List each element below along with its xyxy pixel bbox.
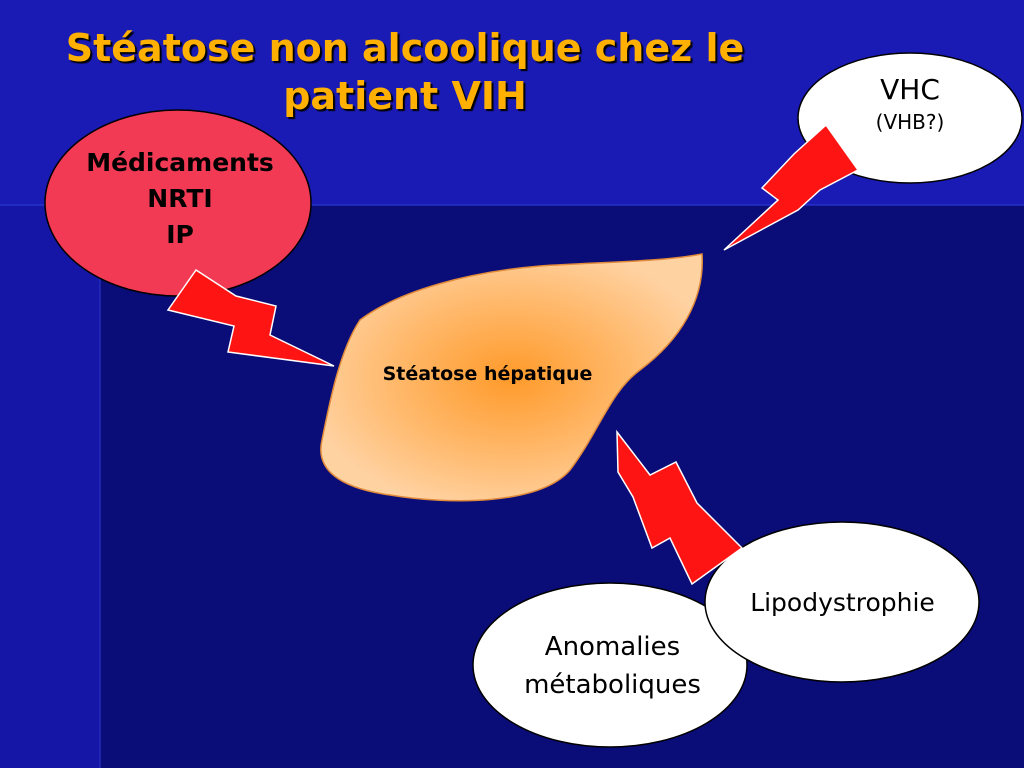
liver-shape [320, 253, 703, 502]
medicaments-label-line-2: NRTI [147, 184, 213, 213]
anomalies-label-line-2: métaboliques [524, 670, 701, 700]
liver-label: Stéatose hépatique [355, 360, 620, 388]
vhc-label: VHC (VHB?) [800, 72, 1020, 136]
background-left-band [0, 205, 100, 768]
slide-title: Stéatose non alcoolique chez le patient … [10, 24, 800, 120]
lipodystrophie-bubble [704, 521, 980, 683]
medicaments-label-line-1: Médicaments [86, 148, 274, 177]
vhc-label-sub: (VHB?) [875, 110, 945, 134]
lipodystrophie-label: Lipodystrophie [705, 585, 980, 621]
bolt-vhc-to-liver [723, 123, 860, 251]
slide-title-line-1: Stéatose non alcoolique chez le [65, 26, 745, 70]
medicaments-label-line-3: IP [166, 220, 194, 249]
vhc-label-main: VHC [880, 73, 940, 106]
medicaments-label: Médicaments NRTI IP [50, 145, 310, 253]
lipodystrophie-label-text: Lipodystrophie [750, 588, 935, 617]
liver-label-text: Stéatose hépatique [382, 363, 593, 385]
anomalies-bubble [472, 582, 748, 748]
slide-title-line-2: patient VIH [283, 74, 527, 118]
background-divider-horizontal [0, 204, 1024, 206]
anomalies-label-line-1: Anomalies [544, 632, 681, 662]
bolt-lipodystrophie-to-liver [616, 429, 744, 586]
bolt-medicaments-to-liver [166, 268, 335, 367]
anomalies-label: Anomalies métaboliques [480, 628, 745, 704]
vhc-bubble [797, 52, 1023, 184]
background-divider-vertical [99, 205, 101, 768]
